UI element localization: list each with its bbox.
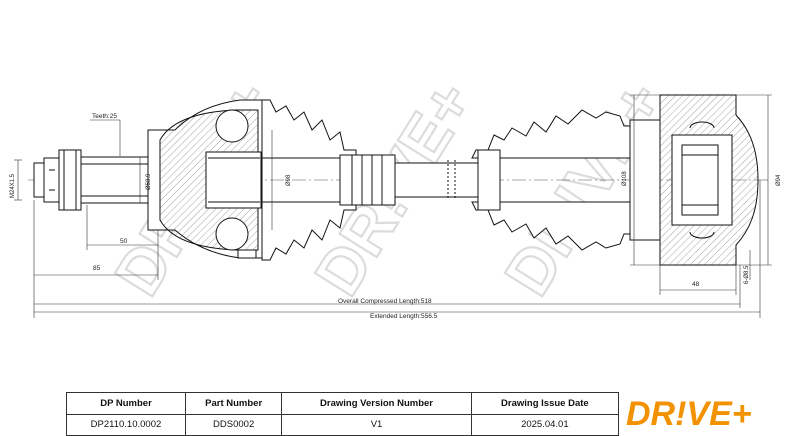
header-part-number: Part Number — [184, 392, 283, 415]
dim-teeth: Teeth:25 — [92, 113, 117, 120]
dim-spline-diameter: Ø58.9 — [146, 173, 152, 190]
dim-thread: M24X1.5 — [10, 173, 16, 198]
drive-plus-logo: DR!VE+ — [626, 395, 752, 432]
left-boot — [261, 99, 357, 261]
header-drawing-version: Drawing Version Number — [281, 392, 472, 415]
dim-cv-diameter: Ø98 — [286, 174, 292, 186]
dim-48: 48 — [692, 281, 700, 288]
dim-overall-compressed: Overall Compressed Length:518 — [338, 298, 432, 305]
dim-85: 85 — [93, 265, 101, 272]
value-part-number: DDS0002 — [184, 413, 283, 436]
dim-flange-diameter: Ø94 — [776, 174, 782, 186]
title-block-header-row: DP Number Part Number Drawing Version Nu… — [66, 392, 620, 415]
inner-cv-joint — [629, 94, 759, 266]
header-dp-number: DP Number — [66, 392, 186, 415]
title-block-table: DP Number Part Number Drawing Version Nu… — [66, 392, 620, 436]
dim-bolts: 6-Ø8.5 — [744, 265, 750, 284]
header-drawing-issue-date: Drawing Issue Date — [470, 392, 620, 415]
value-drawing-version: V1 — [281, 413, 472, 436]
logo-text: DR!VE+ — [626, 395, 752, 432]
dim-extended: Extended Length:556.5 — [370, 313, 438, 320]
outer-cv-joint — [147, 99, 263, 259]
value-dp-number: DP2110.10.0002 — [66, 413, 186, 436]
middle-shaft — [339, 154, 483, 206]
right-boot — [471, 109, 631, 251]
threaded-stub — [33, 149, 149, 211]
value-drawing-issue-date: 2025.04.01 — [470, 413, 620, 436]
dim-50: 50 — [120, 238, 128, 245]
dimension-lines — [14, 94, 772, 318]
dim-boot-diameter: Ø108 — [622, 171, 628, 186]
drive-shaft-technical-drawing: DR!VE+ DR!VE+ DR!VE+ — [10, 68, 782, 320]
title-block-value-row: DP2110.10.0002 DDS0002 V1 2025.04.01 — [66, 413, 620, 436]
